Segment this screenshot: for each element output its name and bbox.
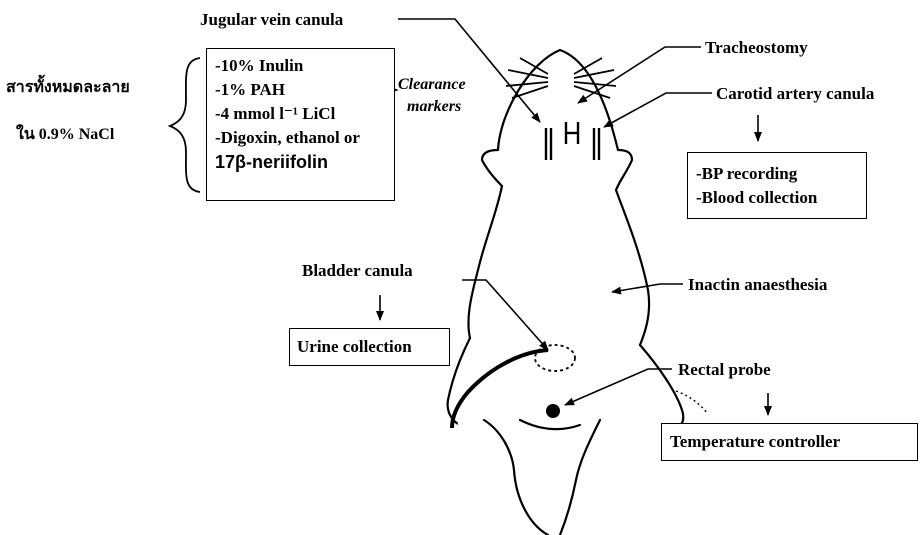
urine-collection-box: Urine collection — [289, 328, 450, 366]
bladder-catheter — [452, 350, 548, 428]
temperature-controller-label: Temperature controller — [662, 424, 917, 454]
urine-collection-label: Urine collection — [290, 329, 449, 359]
neck-cannulas — [546, 122, 599, 160]
inactin-label: Inactin anaesthesia — [688, 276, 827, 293]
rectal-probe-dot — [546, 404, 560, 418]
probe-cable — [676, 391, 708, 414]
infusion-item: 17β-neriifolin — [215, 150, 394, 174]
infusion-item: -1% PAH — [215, 78, 394, 102]
clearance-markers-label-2: markers — [407, 99, 461, 115]
bp-item: -Blood collection — [696, 186, 866, 210]
outer-brace — [170, 58, 200, 192]
rectal-probe-label: Rectal probe — [678, 361, 771, 378]
bp-recording-box: -BP recording -Blood collection — [687, 152, 867, 219]
jugular-vein-label: Jugular vein canula — [200, 11, 343, 28]
clearance-markers-label-1: Clearance — [398, 77, 466, 93]
carotid-artery-label: Carotid artery canula — [716, 85, 874, 102]
temperature-controller-box: Temperature controller — [661, 423, 918, 461]
infusion-item: -10% Inulin — [215, 54, 394, 78]
infusion-item: -Digoxin, ethanol or — [215, 126, 394, 150]
infusion-box: -10% Inulin -1% PAH -4 mmol l⁻¹ LiCl -Di… — [206, 48, 395, 201]
infusion-item: -4 mmol l⁻¹ LiCl — [215, 102, 394, 126]
thai-solution-line2: ใน 0.9% NaCl — [16, 127, 114, 143]
bladder-canula-label: Bladder canula — [302, 262, 413, 279]
bp-item: -BP recording — [696, 162, 866, 186]
thai-solution-line1: สารทั้งหมดละลาย — [6, 79, 130, 95]
tracheostomy-label: Tracheostomy — [705, 39, 808, 56]
